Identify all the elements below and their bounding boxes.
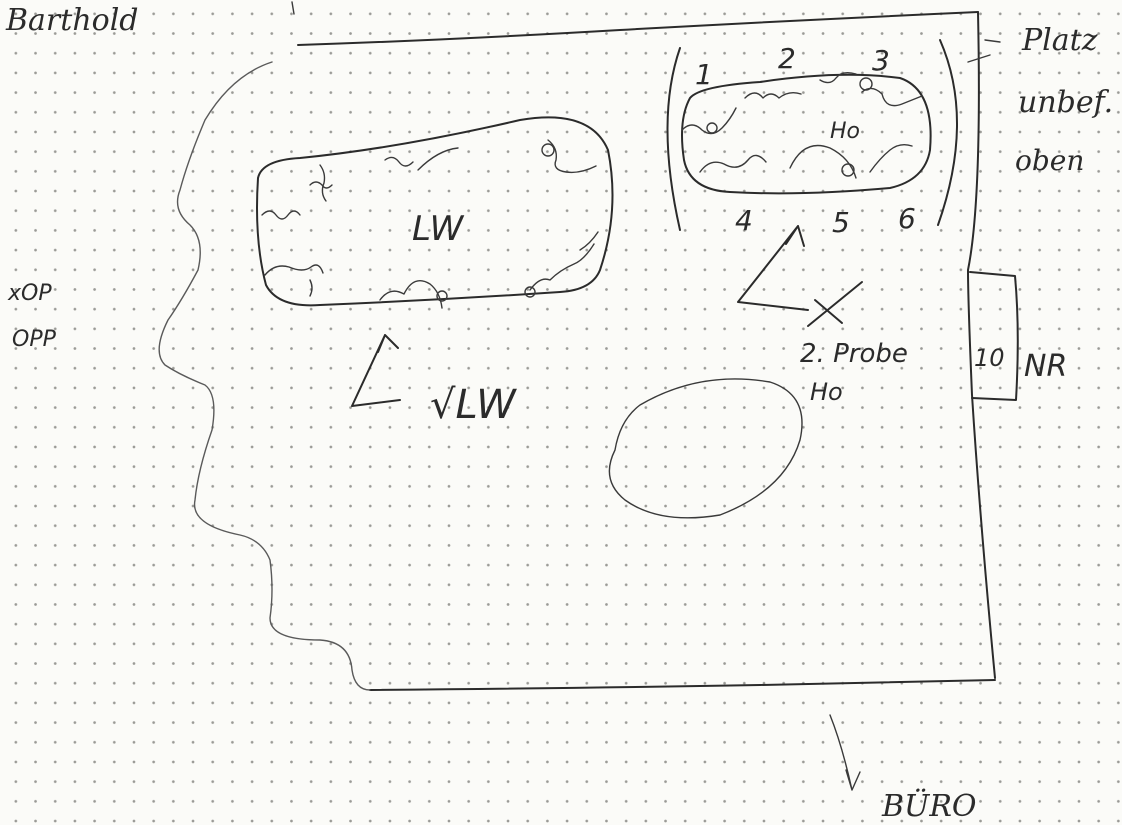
seat-number-3: 3 [872, 44, 890, 77]
seat-number-1: 1 [695, 58, 713, 91]
title-label: Barthold [5, 3, 139, 38]
room-top-wall [298, 12, 978, 45]
crossed-out-mark [808, 282, 862, 326]
nr-label: NR [1024, 349, 1067, 384]
place-note-line2: unbef. [1018, 85, 1113, 120]
xop-label: xOP [7, 281, 52, 306]
lw-label: LW [412, 209, 465, 249]
ho-arrow-icon [738, 226, 808, 310]
seat-number-2: 2 [778, 42, 796, 75]
seat-number-4: 4 [735, 204, 753, 237]
sample-line1: 2. Probe [800, 339, 908, 369]
seat-number-6: 6 [898, 202, 916, 235]
place-note-pointer [968, 40, 1000, 62]
ho-workspace-outline [682, 75, 931, 194]
opp-label: OPP [12, 327, 57, 352]
buro-label: BÜRO [881, 788, 977, 824]
box-10-label: 10 [974, 344, 1005, 372]
lw-arrow-icon [352, 335, 400, 406]
place-note-line3: oben [1015, 144, 1084, 177]
seat-number-5: 5 [832, 206, 850, 239]
lw-check-label: √LW [430, 382, 517, 428]
room-bottom-wall [370, 680, 995, 690]
place-note-line1: Platz [1021, 23, 1098, 58]
buro-arrow-icon [830, 715, 860, 790]
ho-seat-numbers: 1 2 3 4 5 6 [695, 42, 916, 239]
top-arrow-stub [292, 2, 294, 14]
sample-line2: Ho [810, 378, 843, 406]
middle-area-outline [609, 379, 802, 518]
ho-right-bracket [938, 40, 957, 225]
ho-seat-marks [682, 73, 922, 178]
ho-left-bracket [668, 48, 681, 230]
room-left-boundary [159, 62, 370, 690]
ho-label: Ho [830, 119, 860, 144]
box-10-outline [970, 272, 1018, 400]
